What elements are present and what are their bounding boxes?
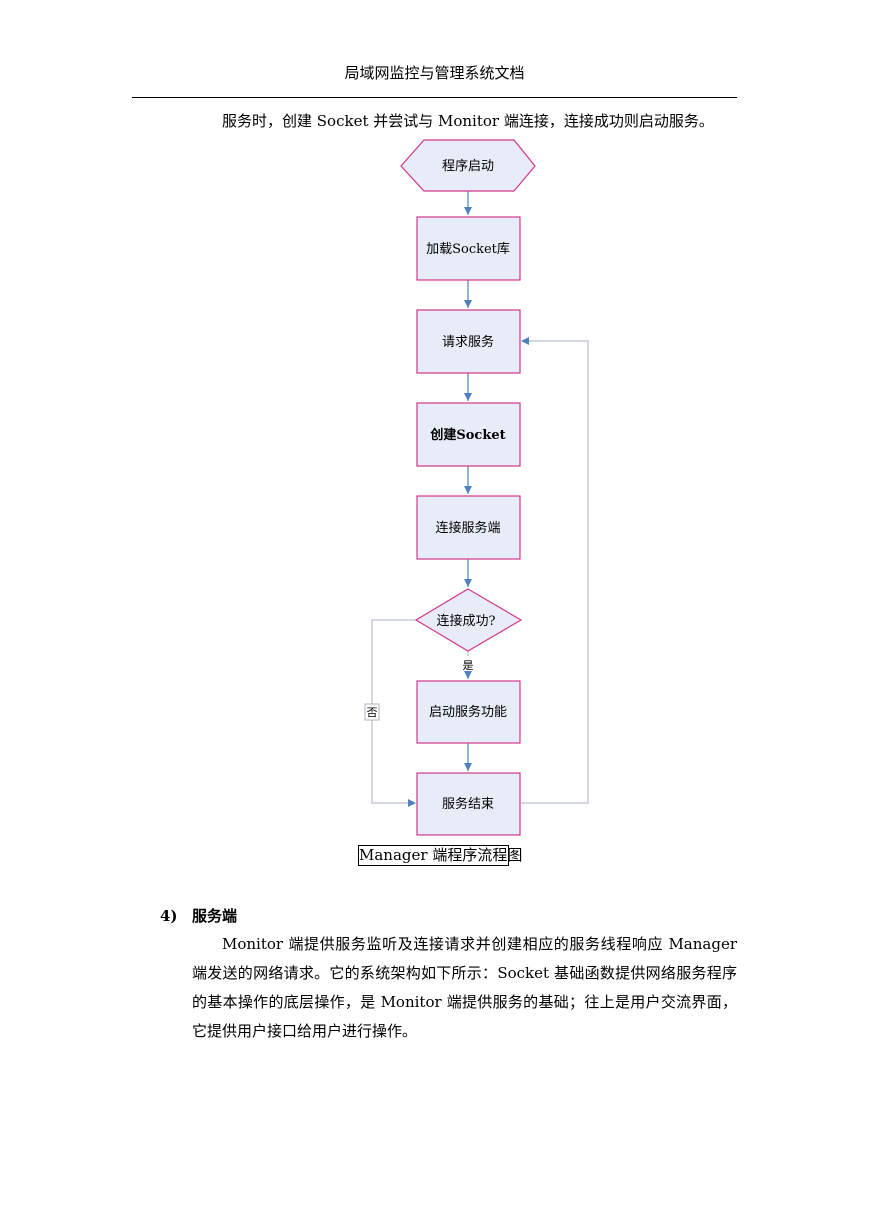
connect-label: 连接服务端 xyxy=(435,520,500,536)
loop-back-line xyxy=(521,340,589,804)
start-hexagon xyxy=(400,139,536,192)
connect-box xyxy=(416,495,521,560)
figure-caption: Manager 端程序流程图 xyxy=(358,845,523,866)
intro-line: 服务时，创建 Socket 并尝试与 Monitor 端连接，连接成功则启动服务… xyxy=(222,112,714,130)
section-title: 服务端 xyxy=(192,907,238,925)
section-paragraph: Monitor 端提供服务监听及连接请求并创建相应的服务线程响应 Manager… xyxy=(192,935,737,1040)
start-service-label: 启动服务功能 xyxy=(429,704,507,720)
yes-label: 是 xyxy=(463,659,474,672)
request-box xyxy=(416,309,521,374)
load-lib-label: 加载Socket库 xyxy=(426,241,510,257)
no-label: 否 xyxy=(367,706,378,719)
request-label: 请求服务 xyxy=(442,334,494,350)
create-socket-box xyxy=(416,402,521,467)
load-lib-box xyxy=(416,216,521,281)
header-divider xyxy=(132,97,737,98)
end-service-label: 服务结束 xyxy=(442,796,494,812)
end-service-box xyxy=(416,772,521,836)
decision-diamond xyxy=(414,588,523,652)
page-header-title: 局域网监控与管理系统文档 xyxy=(344,64,525,82)
connector-arrowheads xyxy=(408,337,529,807)
start-label: 程序启动 xyxy=(442,159,494,174)
decision-label: 连接成功? xyxy=(437,613,496,629)
no-branch-arrowhead xyxy=(408,799,416,807)
loop-back-arrowhead xyxy=(521,337,529,345)
create-socket-label: 创建Socket xyxy=(429,427,505,443)
no-label-box xyxy=(364,703,380,721)
section-number: 4) xyxy=(160,907,178,925)
start-service-box xyxy=(416,680,521,744)
section-heading: 4) 服务端 xyxy=(160,905,237,926)
